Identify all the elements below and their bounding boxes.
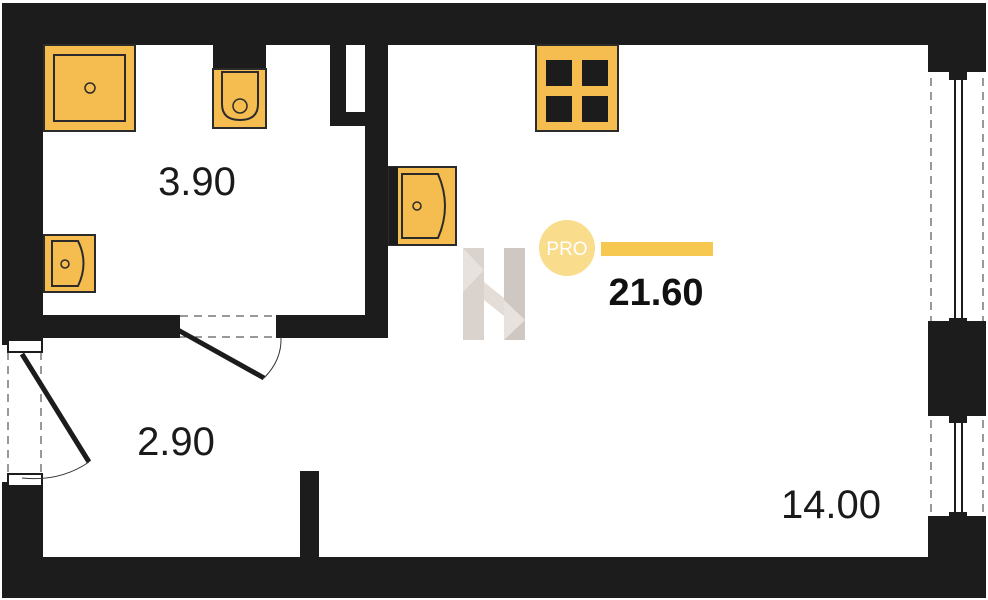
door-swing-icon (263, 336, 282, 379)
niche-wall-bottom (330, 112, 388, 126)
entrance-door (7, 339, 92, 487)
niche-wall-left (330, 42, 346, 126)
toilet-icon (212, 45, 267, 129)
bathroom-wall-right (365, 42, 388, 338)
exterior-walls (2, 3, 986, 598)
window-icon (928, 410, 986, 522)
partition-stub (300, 471, 319, 559)
interior-walls (40, 42, 388, 559)
wall-right-bottom (928, 520, 986, 598)
wall-bottom (2, 557, 986, 598)
wall-left-upper (2, 3, 43, 345)
wall-top (2, 3, 986, 45)
bathroom-wall-bottom-right (280, 315, 388, 338)
wall-right-pier (928, 326, 986, 415)
accent-bar (601, 242, 713, 256)
total-area-label: 21.60 (608, 272, 703, 314)
entrance-door-leaf (19, 352, 92, 464)
stove-icon (535, 44, 619, 132)
pro-badge: PRO (539, 220, 595, 276)
watermark-logo (463, 248, 525, 340)
bathroom-area-label: 3.90 (158, 160, 236, 204)
shower-tray-icon (43, 44, 136, 132)
main-room-area-label: 14.00 (781, 483, 881, 527)
kitchen-sink-icon (388, 166, 457, 246)
bathroom-door (170, 315, 286, 381)
door-swing-icon (21, 461, 90, 480)
pro-badge-text: PRO (546, 239, 587, 260)
door-leaf (176, 327, 266, 381)
hall-area-label: 2.90 (137, 420, 215, 464)
window-icon (928, 66, 986, 328)
sink-icon (43, 234, 96, 293)
bathroom-wall-bottom-left (40, 315, 176, 338)
wall-right-top (928, 3, 986, 71)
